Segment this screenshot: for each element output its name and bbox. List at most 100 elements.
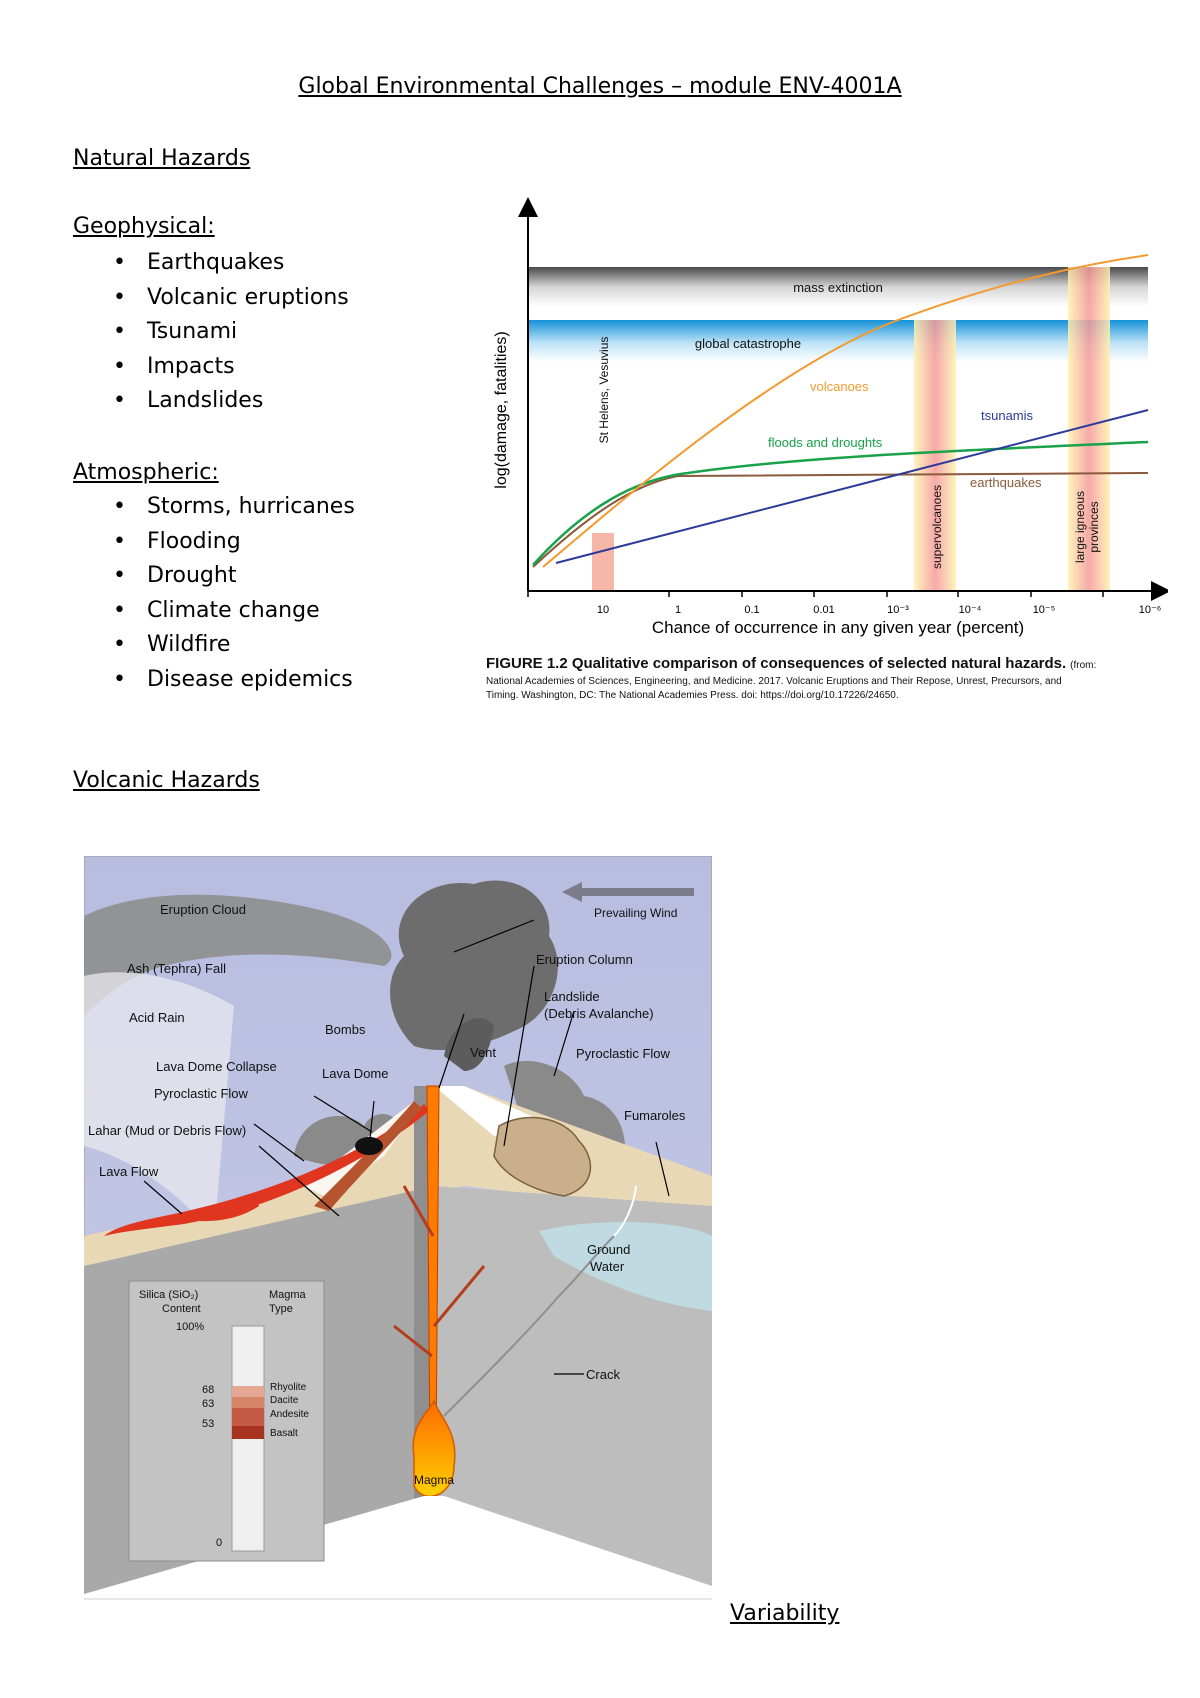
silica-content-panel: Silica (SiO₂) Content Magma Type 100% 68… (128, 1280, 325, 1562)
list-item: Wildfire (73, 628, 355, 663)
silica-level: 68 (202, 1384, 214, 1396)
andesite-band (232, 1408, 264, 1426)
label-eruption-cloud: Eruption Cloud (160, 902, 246, 917)
ground-water-body (539, 1221, 712, 1311)
geophysical-list: Earthquakes Volcanic eruptions Tsunami I… (73, 246, 349, 419)
fumarole-steam (613, 1185, 637, 1237)
tsunamis-curve (555, 409, 1149, 564)
silica-panel-bg (128, 1280, 325, 1562)
x-tick-label: 0.1 (744, 604, 759, 616)
floods-droughts-curve (532, 440, 1149, 566)
geophysical-heading: Geophysical: (73, 214, 215, 239)
tsunamis-series-label: tsunamis (981, 408, 1034, 423)
label-lahar: Lahar (Mud or Debris Flow) (88, 1123, 246, 1138)
floods-series-label: floods and droughts (768, 435, 883, 450)
eruption-column-shape (390, 880, 558, 1051)
caption-bold: FIGURE 1.2 Qualitative comparison of con… (486, 655, 1066, 672)
magma-type-label: Dacite (270, 1395, 299, 1406)
supervolcanoes-label: supervolcanoes (930, 485, 944, 569)
label-eruption-column: Eruption Column (536, 952, 633, 967)
list-item: Tsunami (73, 315, 349, 350)
label-ground: Ground (587, 1242, 630, 1257)
large-igneous-label: large igneous (1073, 491, 1087, 563)
wind-arrowhead (562, 882, 582, 902)
label-ash-fall: Ash (Tephra) Fall (127, 961, 226, 976)
bottom-cut (84, 1496, 712, 1596)
silica-level: 63 (202, 1398, 214, 1410)
silica-col2-line1: Magma (269, 1289, 307, 1301)
label-fumaroles: Fumaroles (624, 1108, 686, 1123)
label-landslide: Landslide (544, 989, 600, 1004)
document-title: Global Environmental Challenges – module… (298, 74, 902, 99)
st-helens-label: St Helens, Vesuvius (597, 337, 611, 444)
earthquakes-series-label: earthquakes (970, 475, 1042, 490)
x-tick-label: 10 (597, 604, 609, 616)
section-variability: Variability (730, 1601, 840, 1626)
label-pyroclastic-flow-right: Pyroclastic Flow (576, 1046, 671, 1061)
list-item: Landslides (73, 384, 349, 419)
lava-dome-shape (355, 1137, 383, 1155)
silica-top-value: 100% (176, 1321, 204, 1333)
mass-extinction-band (528, 267, 1148, 307)
dike (432, 1265, 486, 1327)
list-item: Climate change (73, 594, 355, 629)
magma-type-label: Rhyolite (270, 1382, 307, 1393)
lava-flow-main (104, 1104, 429, 1236)
dike (402, 1185, 435, 1237)
section-natural-hazards: Natural Hazards (73, 146, 251, 171)
figure-caption-line: Timing. Washington, DC: The National Aca… (486, 690, 899, 701)
eruption-cloud-shape (84, 894, 392, 1016)
figure-caption-title: FIGURE 1.2 Qualitative comparison of con… (486, 655, 1096, 672)
silica-col1-line2: Content (162, 1303, 201, 1315)
mass-extinction-label: mass extinction (793, 280, 883, 295)
crack-line (443, 1235, 615, 1417)
list-item: Drought (73, 559, 355, 594)
rhyolite-band (232, 1386, 264, 1397)
atmospheric-list: Storms, hurricanes Flooding Drought Clim… (73, 490, 355, 697)
x-tick-label: 10⁻⁵ (1033, 604, 1056, 616)
section-volcanic-hazards: Volcanic Hazards (73, 768, 260, 793)
label-acid-rain: Acid Rain (129, 1010, 185, 1025)
lava-flow-branch (199, 1196, 259, 1222)
x-axis-label: Chance of occurrence in any given year (… (652, 618, 1024, 637)
list-item: Disease epidemics (73, 663, 355, 698)
global-catastrophe-label: global catastrophe (695, 336, 801, 351)
y-axis-label: log(damage, fatalities) (493, 331, 510, 488)
label-lava-flow: Lava Flow (99, 1164, 159, 1179)
list-item: Impacts (73, 350, 349, 385)
label-prevailing-wind: Prevailing Wind (594, 906, 677, 920)
earthquakes-curve (532, 472, 1149, 568)
dacite-band (232, 1397, 264, 1408)
x-tick-label: 1 (675, 604, 681, 616)
figure-caption-line: National Academies of Sciences, Engineer… (486, 676, 1062, 687)
basalt-band (232, 1426, 264, 1439)
atmospheric-heading: Atmospheric: (73, 460, 219, 485)
x-tick-label: 10⁻⁶ (1139, 604, 1162, 616)
label-vent: Vent (470, 1045, 496, 1060)
x-tick-label: 0.01 (813, 604, 834, 616)
dike (393, 1324, 433, 1358)
list-item: Storms, hurricanes (73, 490, 355, 525)
supervolcanoes-bar (914, 320, 956, 590)
x-tick-label: 10⁻³ (887, 604, 909, 616)
label-crack: Crack (586, 1367, 620, 1382)
list-item: Volcanic eruptions (73, 281, 349, 316)
volcanoes-curve (542, 254, 1149, 568)
ash-fall-veil (84, 972, 234, 1236)
column-base-shape (444, 1017, 494, 1071)
label-magma: Magma (414, 1473, 454, 1487)
x-tick-label: 10⁻⁴ (959, 604, 982, 616)
label-lava-dome: Lava Dome (322, 1066, 388, 1081)
hazard-comparison-figure: 10 1 0.1 0.01 10⁻³ 10⁻⁴ 10⁻⁵ 10⁻⁶ Chance… (486, 197, 1168, 701)
silica-level: 53 (202, 1418, 214, 1430)
global-catastrophe-band (528, 320, 1148, 362)
label-debris-avalanche: (Debris Avalanche) (544, 1006, 654, 1021)
list-item: Earthquakes (73, 246, 349, 281)
provinces-label: provinces (1087, 501, 1101, 552)
volcanoes-series-label: volcanoes (810, 379, 869, 394)
silica-col2-line2: Type (269, 1303, 293, 1315)
volcano-hazards-diagram: Eruption Cloud Prevailing Wind Ash (Teph… (84, 856, 712, 1596)
list-item: Flooding (73, 525, 355, 560)
magma-type-label: Andesite (270, 1409, 309, 1420)
divider (84, 1598, 712, 1600)
